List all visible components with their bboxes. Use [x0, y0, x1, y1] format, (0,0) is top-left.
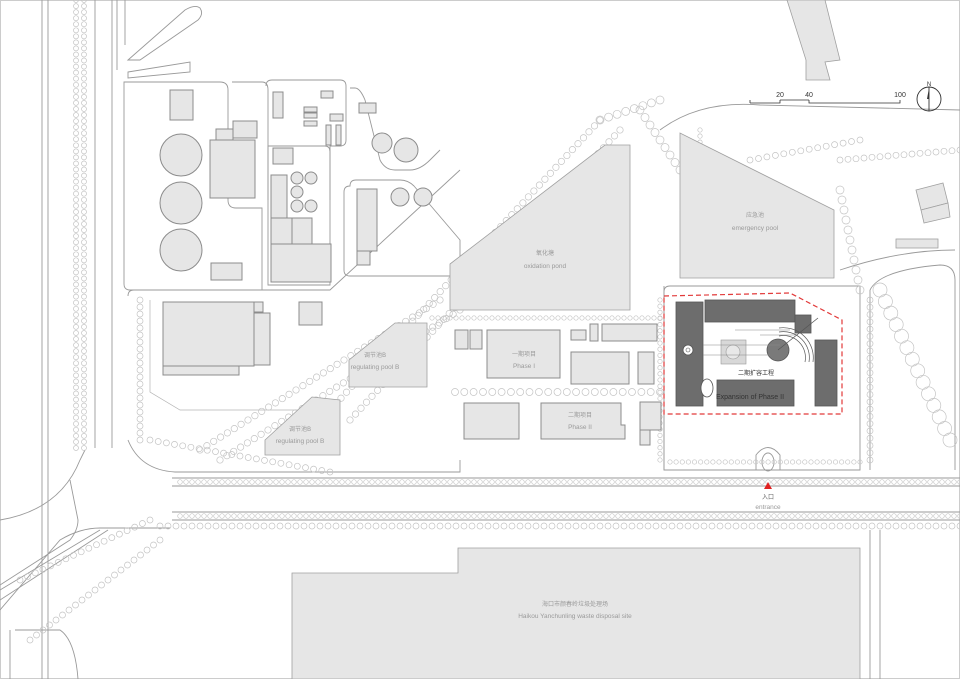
pools: [264, 132, 861, 679]
oxidation-pond: [449, 144, 631, 311]
phase-1-cn: 一期项目: [512, 350, 536, 358]
entrance-en: entrance: [755, 504, 781, 511]
oxidation-pond-en: oxidation pond: [524, 263, 567, 270]
buildings-factory: [159, 89, 433, 376]
regulating-pool-upper: [348, 322, 428, 388]
regulating-pool-lower: [264, 396, 341, 456]
regulating-pool-upper-en: regulating pool B: [351, 364, 400, 371]
disposal-site: [291, 547, 861, 679]
emergency-pool-cn: 应急池: [746, 211, 764, 219]
regulating-pool-upper-cn: 调节池B: [364, 351, 386, 359]
entrance-cn: 入口: [762, 494, 774, 501]
phase-2-cn: 二期项目: [568, 411, 592, 419]
project-boundary: [663, 292, 843, 415]
expansion-cn: 二期扩容工程: [738, 369, 774, 377]
disposal-site-en: Haikou Yanchunling waste disposal site: [518, 613, 632, 620]
emergency-pool-en: emergency pool: [732, 225, 779, 232]
expansion-phase-2: [663, 292, 843, 415]
scale-tick-100: 100: [894, 92, 906, 99]
scale-tick-40: 40: [805, 92, 813, 99]
north-arrow-icon: N: [916, 82, 942, 112]
map-labels: 氧化塘 oxidation pond 应急池 emergency pool 调节…: [276, 211, 784, 620]
emergency-pool: [679, 132, 835, 279]
regulating-pool-lower-cn: 调节池B: [289, 425, 311, 433]
regulating-pool-lower-en: regulating pool B: [276, 438, 325, 445]
phase-1-en: Phase I: [513, 363, 535, 370]
scale-tick-20: 20: [776, 92, 784, 99]
disposal-site-cn: 海口市颜春岭垃圾处理场: [542, 600, 608, 608]
oxidation-pond-cn: 氧化塘: [536, 249, 554, 257]
expansion-en: Expansion of Phase II: [716, 394, 784, 401]
tree-rows: [16, 0, 960, 644]
buildings-phase: [454, 323, 662, 446]
north-label: N: [927, 82, 931, 88]
buildings-northeast: [786, 0, 951, 249]
scale-bar: 20 40 100: [749, 92, 906, 104]
phase-2-en: Phase II: [568, 424, 592, 431]
entrance-marker-icon: [764, 482, 772, 489]
